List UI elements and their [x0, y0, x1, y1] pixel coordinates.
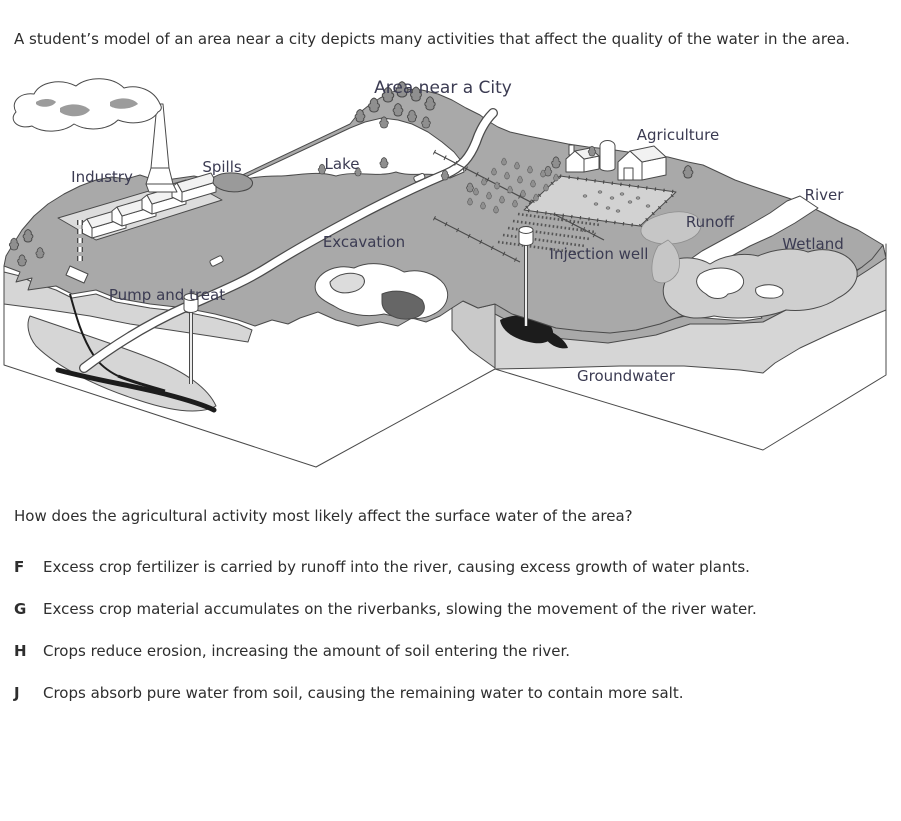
road-shape [79, 108, 498, 373]
label-wetland: Wetland [782, 235, 843, 253]
car-icon [209, 172, 426, 267]
farm-lane [432, 149, 606, 265]
label-excavation: Excavation [323, 233, 405, 251]
question-text: How does the agricultural activity most … [14, 507, 633, 525]
choice-j-text: Crops absorb pure water from soil, causi… [43, 684, 684, 702]
label-agriculture: Agriculture [637, 126, 720, 144]
silo-icon [599, 140, 616, 172]
diagram-svg: Area near a City Industry Spills Lake Ag… [3, 78, 887, 468]
spill-stain [212, 172, 254, 193]
pump-and-treat-well-icon [183, 293, 199, 384]
river-shape [665, 195, 819, 322]
label-spills: Spills [202, 158, 242, 176]
choice-j: J Crops absorb pure water from soil, cau… [14, 680, 881, 707]
excavation-shape [314, 263, 449, 320]
farm-buildings [565, 140, 667, 181]
wetland-shape [661, 248, 858, 319]
smokestack-icon [145, 103, 178, 193]
diagram-title: Area near a City [374, 78, 512, 98]
choice-f-text: Excess crop fertilizer is carried by run… [43, 558, 750, 576]
runoff-shape [640, 211, 702, 284]
label-pump-and-treat: Pump and treat [109, 286, 225, 304]
label-river: River [805, 186, 845, 204]
label-groundwater: Groundwater [577, 367, 676, 385]
choice-f-letter: F [14, 558, 25, 576]
discharge-pipe [65, 220, 89, 284]
lake-shape [236, 117, 465, 182]
choice-f: F Excess crop fertilizer is carried by r… [14, 554, 881, 581]
choice-h-text: Crops reduce erosion, increasing the amo… [43, 642, 571, 660]
choice-g-text: Excess crop material accumulates on the … [43, 600, 757, 618]
smoke-icon [12, 78, 162, 132]
industry-complex [12, 78, 254, 284]
block-edges [3, 243, 887, 468]
choice-h-letter: H [14, 642, 27, 660]
label-injection-well: Injection well [550, 245, 649, 263]
choice-g: G Excess crop material accumulates on th… [14, 596, 881, 623]
label-industry: Industry [71, 168, 133, 186]
label-runoff: Runoff [686, 213, 735, 231]
choice-j-letter: J [14, 684, 20, 702]
choice-g-letter: G [14, 600, 27, 618]
answer-choices: F Excess crop fertilizer is carried by r… [14, 554, 881, 707]
choice-h: H Crops reduce erosion, increasing the a… [14, 638, 881, 665]
label-lake: Lake [325, 155, 360, 173]
intro-text: A student’s model of an area near a city… [14, 30, 850, 48]
crop-rows [497, 212, 601, 255]
barn-icon [617, 145, 667, 181]
injection-well-icon [518, 226, 534, 326]
diagram-area-near-city: Area near a City Industry Spills Lake Ag… [0, 68, 901, 483]
